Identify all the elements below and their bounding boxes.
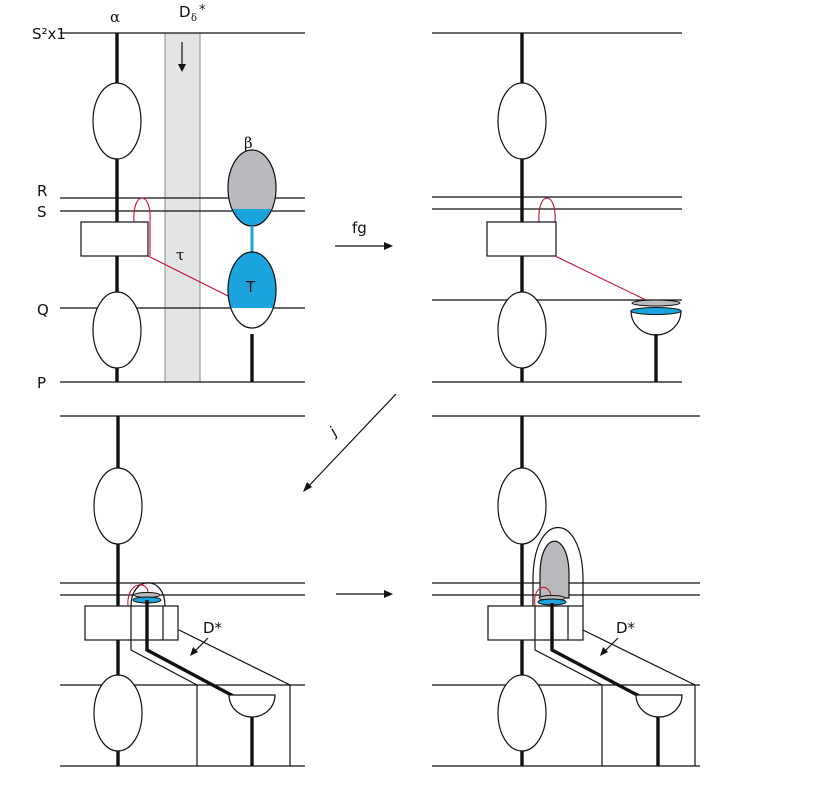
label-r: R <box>37 182 47 200</box>
label-t: T <box>245 278 256 296</box>
twist-box <box>486 221 557 257</box>
panel-top-left: S²x1 α D δ * β R S τ T Q P <box>32 3 305 392</box>
bottom-arrow <box>336 590 393 598</box>
fg-arrow: fg <box>335 219 393 250</box>
label-d-star: D* <box>203 619 223 637</box>
red-arc <box>133 197 151 256</box>
label-q: Q <box>37 301 49 319</box>
strip-arrow-head <box>178 64 186 72</box>
upper-oval <box>497 82 547 160</box>
lower-oval <box>92 291 142 369</box>
label-j: j <box>326 423 339 441</box>
beta-blob <box>227 149 277 227</box>
lower-oval <box>497 674 547 752</box>
red-connector <box>147 255 231 298</box>
j-arrow: j <box>303 393 397 492</box>
label-alpha: α <box>110 8 120 26</box>
lower-oval <box>497 291 547 369</box>
upper-oval <box>92 82 142 160</box>
cup <box>630 299 682 382</box>
t-blob <box>227 251 277 329</box>
label-delta-sub: δ <box>191 13 197 24</box>
label-s: S <box>37 203 47 221</box>
lower-oval <box>93 674 143 752</box>
label-delta-star: * <box>199 3 206 18</box>
label-beta: β <box>244 134 253 152</box>
label-d-delta: D <box>179 3 191 21</box>
label-p: P <box>37 374 46 392</box>
label-s2x1: S²x1 <box>32 25 66 43</box>
panel-bottom-left: D* <box>60 415 305 767</box>
label-fg: fg <box>352 219 367 237</box>
label-tau: τ <box>176 246 184 264</box>
twist-box <box>80 221 149 257</box>
upper-oval <box>93 467 143 545</box>
upper-oval <box>497 467 547 545</box>
d-delta-strip <box>164 32 201 383</box>
label-d-star: D* <box>616 619 636 637</box>
panel-bottom-right: D* <box>432 415 700 767</box>
panel-top-right <box>432 32 682 383</box>
